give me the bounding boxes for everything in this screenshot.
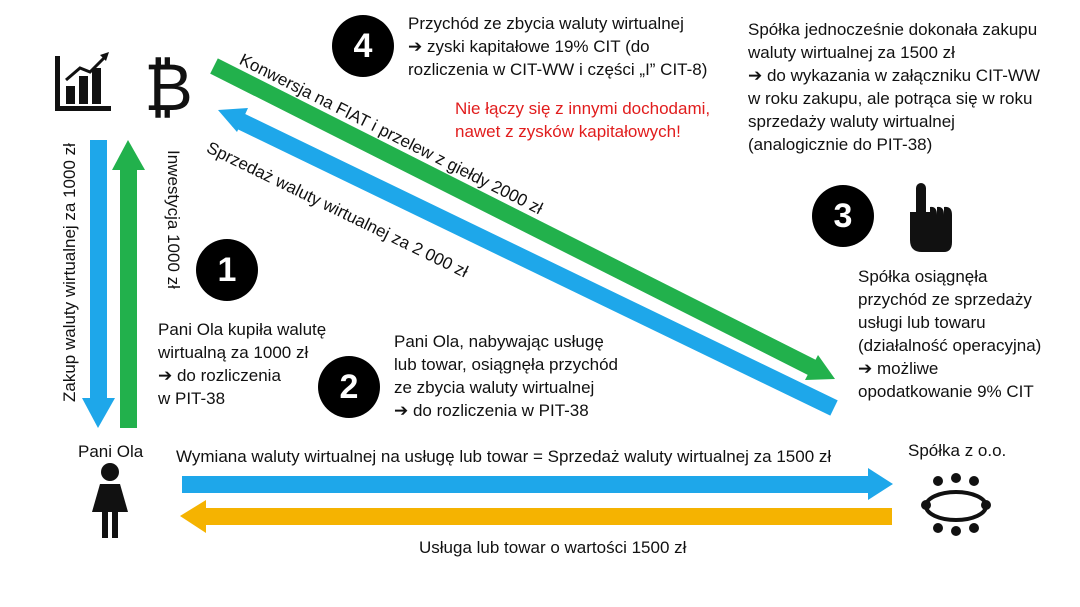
spolka-note-line: Spółka jednocześnie dokonała zakupu <box>748 20 1038 39</box>
step-3-line: Spółka osiągnęła <box>858 267 988 286</box>
step-4-line: rozliczenia w CIT-WW i części „I” CIT-8) <box>408 60 708 79</box>
step-4-line: Przychód ze zbycia waluty wirtualnej <box>408 14 684 33</box>
step-2-line: lub towar, osiągnęła przychód <box>394 355 618 374</box>
yellow-horizontal-arrow <box>180 500 892 533</box>
spolka-note-line: (analogicznie do PIT-38) <box>748 135 933 154</box>
zakup-label: Zakup waluty wirtualnej za 1000 zł <box>60 143 79 402</box>
inwestycja-label: Inwestycja 1000 zł <box>164 150 183 289</box>
hand-pointer-icon <box>910 183 952 252</box>
svg-text:₿: ₿ <box>144 49 193 126</box>
step-4-warning: Nie łączy się z innymi dochodami, nawet … <box>455 97 710 143</box>
step-4-badge: 4 <box>332 15 394 77</box>
usluga-label: Usługa lub towar o wartości 1500 zł <box>419 538 687 557</box>
warning-line: nawet z zysków kapitałowych! <box>455 122 681 141</box>
step-1-line: wirtualną za 1000 zł <box>158 343 309 362</box>
blue-horizontal-arrow <box>182 468 893 500</box>
step-1-line: Pani Ola kupiła walutę <box>158 320 327 339</box>
step-4-line: ➔ zyski kapitałowe 19% CIT (do <box>408 37 650 56</box>
woman-icon <box>92 463 128 538</box>
bar-chart-icon <box>55 52 111 111</box>
step-2-line: ➔ do rozliczenia w PIT-38 <box>394 401 589 420</box>
step-3-text: Spółka osiągnęła przychód ze sprzedaży u… <box>858 265 1041 403</box>
blue-vertical-arrow <box>82 140 115 428</box>
spolka-note: Spółka jednocześnie dokonała zakupu walu… <box>748 18 1040 156</box>
warning-line: Nie łączy się z innymi dochodami, <box>455 99 711 118</box>
step-2-badge: 2 <box>318 356 380 418</box>
green-diagonal-arrow <box>210 58 835 380</box>
step-3-line: opodatkowanie 9% CIT <box>858 382 1034 401</box>
wymiana-label: Wymiana waluty wirtualnej na usługę lub … <box>176 447 832 466</box>
spolka-label: Spółka z o.o. <box>908 441 1007 460</box>
conference-table-icon <box>921 473 991 536</box>
spolka-note-line: ➔ do wykazania w załączniku CIT-WW <box>748 66 1040 85</box>
step-2-text: Pani Ola, nabywając usługę lub towar, os… <box>394 330 618 422</box>
spolka-note-line: waluty wirtualnej za 1500 zł <box>748 43 955 62</box>
spolka-note-line: sprzedaży waluty wirtualnej <box>748 112 955 131</box>
step-1-line: ➔ do rozliczenia <box>158 366 281 385</box>
step-1-text: Pani Ola kupiła walutę wirtualną za 1000… <box>158 318 326 410</box>
bitcoin-icon: ₿ <box>144 49 193 126</box>
step-3-line: usługi lub towaru <box>858 313 986 332</box>
step-1-line: w PIT-38 <box>158 389 226 408</box>
green-vertical-arrow <box>112 140 145 428</box>
step-3-line: przychód ze sprzedaży <box>858 290 1032 309</box>
pani-ola-label: Pani Ola <box>78 442 144 461</box>
step-2-line: ze zbycia waluty wirtualnej <box>394 378 595 397</box>
step-3-line: (działalność operacyjna) <box>858 336 1042 355</box>
step-1-badge: 1 <box>196 239 258 301</box>
step-3-line: ➔ możliwe <box>858 359 939 378</box>
blue-diagonal-arrow <box>218 108 838 416</box>
step-4-text: Przychód ze zbycia waluty wirtualnej ➔ z… <box>408 12 707 81</box>
spolka-note-line: w roku zakupu, ale potrąca się w roku <box>748 89 1033 108</box>
step-3-badge: 3 <box>812 185 874 247</box>
step-2-line: Pani Ola, nabywając usługę <box>394 332 604 351</box>
